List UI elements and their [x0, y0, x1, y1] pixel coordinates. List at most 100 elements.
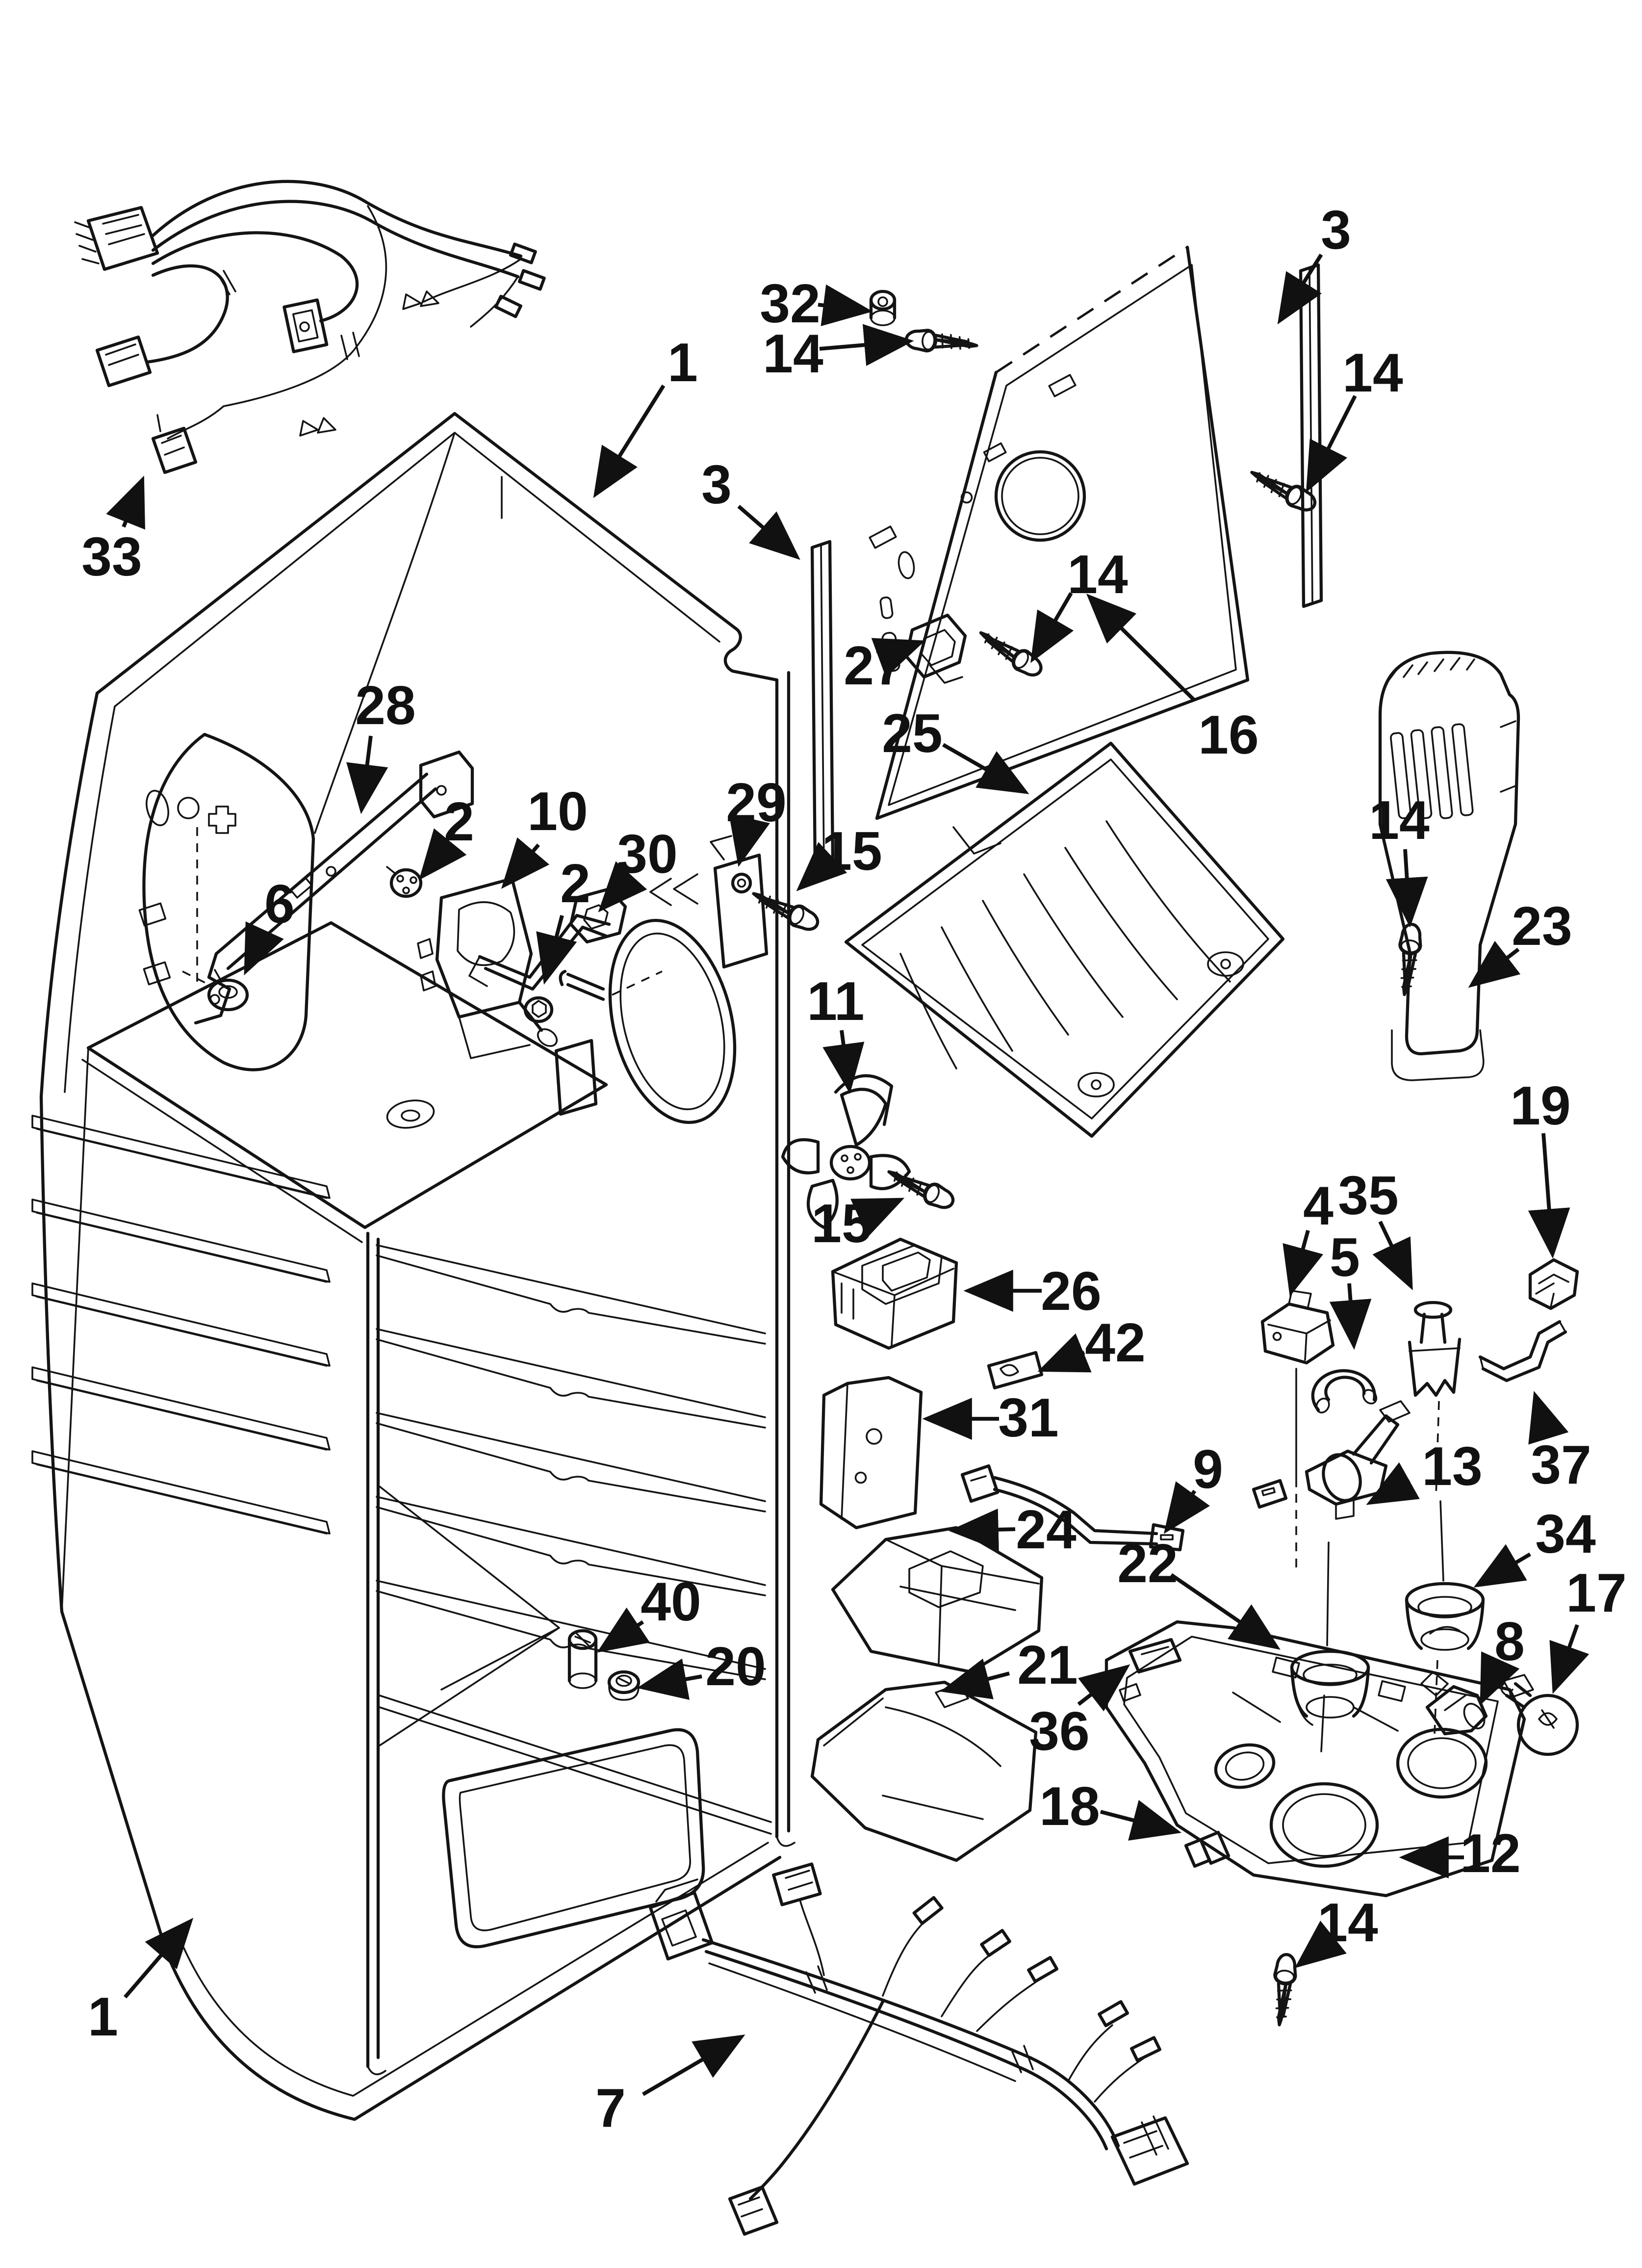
callout-arrow: [796, 842, 847, 891]
callout-11-21: 11: [807, 971, 865, 1094]
callout-arrow: [244, 921, 284, 976]
callout-number: 36: [1029, 1701, 1089, 1762]
callout-arrow: [949, 1508, 1016, 1551]
callout-number: 23: [1512, 896, 1572, 957]
callout-number: 14: [1317, 1892, 1378, 1953]
callout-34-29: 34: [1473, 1504, 1596, 1588]
screw-14-right: [1247, 465, 1319, 515]
callout-arrow: [942, 743, 1029, 794]
callout-arrow: [124, 1918, 194, 1999]
duct-21: [810, 1680, 1038, 1862]
callout-arrow: [1528, 1133, 1570, 1259]
screw-14-top: [906, 329, 978, 354]
callout-2-17: 2: [536, 853, 590, 985]
callout-number: 31: [998, 1387, 1058, 1448]
callout-24-38: 24: [949, 1499, 1077, 1560]
callout-arrow: [1170, 1573, 1281, 1650]
strip-3-right: [1299, 263, 1323, 608]
callout-14-44: 14: [1294, 1892, 1378, 1968]
callout-29-19: 29: [726, 772, 787, 867]
bracket-13: [1252, 1400, 1411, 1520]
callout-number: 42: [1085, 1312, 1145, 1373]
vent-slot: [31, 1282, 331, 1367]
callout-number: 32: [760, 273, 820, 334]
callout-arrow: [1100, 1799, 1182, 1841]
callout-arrow: [818, 284, 873, 326]
callout-number: 28: [355, 675, 415, 736]
callout-number: 26: [1041, 1261, 1101, 1322]
callout-arrow: [1077, 1664, 1130, 1712]
callout-14-10: 14: [1030, 544, 1128, 663]
callout-arrow: [346, 735, 388, 814]
fan-shroud-ring: [608, 919, 737, 1124]
callout-arrow: [822, 1030, 865, 1094]
callout-arrow: [1086, 594, 1196, 702]
wire-harness-bottom: [648, 1862, 1189, 2236]
callout-arrow: [737, 505, 800, 560]
standoff-32: [869, 289, 897, 326]
callout-number: 19: [1510, 1075, 1570, 1136]
callout-number: 1: [667, 332, 698, 393]
callout-arrow: [1473, 1544, 1531, 1588]
callout-arrow: [729, 813, 770, 867]
callout-28-13: 28: [346, 675, 416, 814]
callout-number: 14: [1067, 544, 1128, 605]
callout-3-8: 3: [1277, 200, 1351, 325]
lens-22: [1290, 1649, 1370, 1726]
callout-5-26: 5: [1329, 1227, 1372, 1350]
liner-vent-slots: [31, 1115, 331, 1535]
callout-arrow: [598, 861, 647, 912]
bulb-17: [1488, 1672, 1579, 1756]
callout-10-16: 10: [501, 781, 588, 889]
callout-number: 24: [1016, 1499, 1077, 1560]
pin-18: [1184, 1830, 1231, 1868]
shelf-rail: [376, 1412, 766, 1512]
control-box-26: [831, 1237, 958, 1350]
shelf-rail: [376, 1496, 766, 1596]
screw-14-cover: [1396, 923, 1422, 995]
callout-arrow: [1283, 1229, 1324, 1297]
vent-slot: [31, 1199, 331, 1283]
callout-26-35: 26: [963, 1261, 1102, 1322]
callout-number: 40: [641, 1571, 701, 1632]
damper-4: [1260, 1290, 1335, 1365]
shelf-rail: [376, 1328, 766, 1429]
callout-arrow: [850, 1198, 905, 1238]
callout-arrow: [1163, 1481, 1210, 1534]
callout-number: 14: [763, 323, 823, 384]
screw-15-lower: [884, 1164, 956, 1212]
callout-8-31: 8: [1480, 1611, 1525, 1706]
callout-21-39: 21: [940, 1635, 1078, 1699]
relay-19: [1528, 1258, 1579, 1310]
callout-arrow: [501, 837, 550, 889]
vent-slot: [31, 1366, 331, 1451]
callout-4-24: 4: [1283, 1175, 1334, 1297]
callout-arrow: [819, 324, 914, 366]
callout-arrow: [593, 384, 666, 498]
evap-cover-25: [844, 741, 1285, 1138]
fan-blade-11: [781, 1074, 911, 1229]
callout-number: 2: [444, 791, 474, 852]
strip-3-left: [810, 540, 835, 870]
callout-arrow: [1329, 1283, 1372, 1350]
callout-arrow: [1037, 1333, 1092, 1373]
callout-30-18: 30: [598, 824, 678, 912]
plate-42: [987, 1351, 1044, 1390]
duct-24: [831, 1526, 1044, 1674]
rear-panel-16: [869, 245, 1250, 820]
callout-16-7: 16: [1086, 594, 1259, 765]
callout-7-46: 7: [595, 2034, 745, 2138]
washer-2b: [523, 996, 554, 1023]
callout-arrow: [597, 1607, 650, 1653]
liner-shelf-rails: [376, 1244, 766, 1680]
callout-14-3: 14: [763, 323, 914, 384]
callout-31-37: 31: [922, 1387, 1059, 1448]
callout-arrow: [1306, 395, 1357, 493]
callout-number: 3: [701, 454, 732, 515]
wire-harness-top: [74, 180, 546, 474]
callout-40-42: 40: [597, 1571, 701, 1653]
callout-arrow: [1468, 940, 1521, 988]
